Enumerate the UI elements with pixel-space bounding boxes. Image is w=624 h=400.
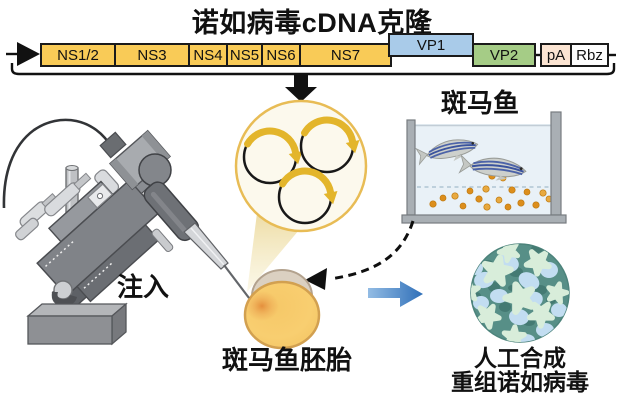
construct-bracket <box>10 63 616 76</box>
gene-segment-rbz: Rbz <box>570 43 609 67</box>
plasmid-icon <box>242 127 303 185</box>
gene-segment-pa: pA <box>540 43 572 67</box>
embryo-label: 斑马鱼胚胎 <box>221 345 352 375</box>
gene-segment-ns7: NS7 <box>299 43 392 67</box>
gene-segment-ns1-2: NS1/2 <box>40 43 116 67</box>
microinjector-icon <box>2 118 200 346</box>
gene-segment-vp2: VP2 <box>472 43 536 67</box>
virus-label-line1: 人工合成 <box>474 345 566 371</box>
virus-label: 人工合成 重组诺如病毒 <box>425 345 615 395</box>
gene-segment-ns5: NS5 <box>226 43 263 67</box>
plasmid-icon <box>299 116 360 174</box>
blue-arrow-icon <box>368 281 423 307</box>
embryo-icon <box>243 269 321 350</box>
gene-segment-ns3: NS3 <box>114 43 190 67</box>
injection-needle-icon <box>183 222 250 299</box>
callout-cone <box>247 213 299 292</box>
inject-label: 注入 <box>116 272 169 302</box>
down-arrow-icon <box>285 75 317 102</box>
plasmid-icon <box>277 167 338 225</box>
dashed-arrow <box>305 220 415 290</box>
gene-segment-ns4: NS4 <box>188 43 228 67</box>
zebrafish-icon <box>415 139 479 166</box>
gene-segment-vp1: VP1 <box>388 33 474 57</box>
gene-segment-ns6: NS6 <box>261 43 301 67</box>
virus-icon <box>470 243 570 343</box>
zebrafish-icon <box>458 153 527 181</box>
promoter-arrow-icon <box>6 42 616 66</box>
virus-label-line2: 重组诺如病毒 <box>451 368 589 395</box>
plasmid-callout <box>234 99 368 233</box>
fish-tank-icon <box>401 111 567 224</box>
zebrafish-label: 斑马鱼 <box>440 88 519 118</box>
